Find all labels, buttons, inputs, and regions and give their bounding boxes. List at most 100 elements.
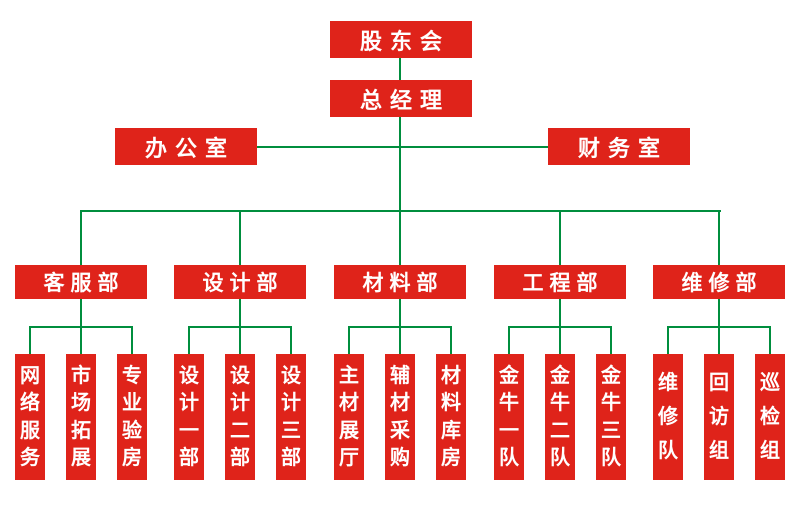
vertical-label-char: 三 [601, 419, 621, 442]
vertical-label-char: 拓 [71, 419, 91, 442]
vertical-label-char: 牛 [499, 392, 519, 415]
vertical-label-char: 网 [20, 365, 40, 388]
vertical-label-char: 回 [709, 372, 729, 394]
connector-drop-dept-5 [718, 210, 720, 265]
connector-drop-dept-4 [559, 210, 561, 265]
vertical-label-char: 材 [390, 392, 410, 415]
vertical-label-char: 展 [71, 446, 91, 469]
node-leaf-team-2: 金牛二队 [545, 354, 575, 480]
vertical-label-char: 一 [499, 419, 519, 442]
vertical-label-char: 辅 [390, 365, 410, 388]
connector-department-bus [81, 210, 721, 212]
connector-drop-2-2 [239, 326, 241, 354]
connector-drop-3-2 [399, 326, 401, 354]
node-leaf-material-warehouse: 材料库房 [436, 354, 466, 480]
vertical-label-char: 部 [230, 446, 250, 469]
vertical-label-char: 访 [709, 406, 729, 428]
connector-drop-1-1 [29, 326, 31, 354]
vertical-label-char: 组 [760, 440, 780, 462]
connector-root-to-gm [399, 57, 401, 80]
node-leaf-aux-procurement: 辅材采购 [385, 354, 415, 480]
vertical-label-char: 计 [281, 392, 301, 415]
node-leaf-market-expansion: 市场拓展 [66, 354, 96, 480]
vertical-label-char: 展 [339, 419, 359, 442]
connector-stem-dept-1 [80, 299, 82, 327]
connector-drop-dept-1 [80, 210, 82, 265]
vertical-label-char: 部 [179, 446, 199, 469]
vertical-label-char: 金 [499, 365, 519, 388]
vertical-label-char: 务 [20, 446, 40, 469]
node-leaf-team-3: 金牛三队 [596, 354, 626, 480]
vertical-label-char: 检 [760, 406, 780, 428]
node-leaf-revisit-group: 回访组 [704, 354, 734, 480]
vertical-label-char: 设 [281, 365, 301, 388]
connector-stem-dept-4 [559, 299, 561, 327]
vertical-label-char: 主 [339, 365, 359, 388]
vertical-label-char: 队 [550, 446, 570, 469]
connector-drop-2-3 [290, 326, 292, 354]
vertical-label-char: 二 [550, 419, 570, 442]
node-dept-materials: 材料部 [334, 265, 466, 299]
node-finance-office: 财务室 [548, 128, 690, 165]
vertical-label-char: 设 [179, 365, 199, 388]
vertical-label-char: 巡 [760, 372, 780, 394]
vertical-label-char: 牛 [601, 392, 621, 415]
vertical-label-char: 一 [179, 419, 199, 442]
vertical-label-char: 业 [122, 392, 142, 415]
connector-drop-5-2 [718, 326, 720, 354]
connector-drop-2-1 [188, 326, 190, 354]
connector-stem-dept-5 [718, 299, 720, 327]
vertical-label-char: 队 [601, 446, 621, 469]
vertical-label-char: 采 [390, 419, 410, 442]
vertical-label-char: 计 [230, 392, 250, 415]
vertical-label-char: 库 [441, 419, 461, 442]
vertical-label-char: 房 [122, 446, 142, 469]
connector-drop-5-3 [769, 326, 771, 354]
vertical-label-char: 场 [71, 392, 91, 415]
connector-offices [256, 146, 548, 148]
vertical-label-char: 二 [230, 419, 250, 442]
connector-drop-4-3 [610, 326, 612, 354]
vertical-label-char: 金 [550, 365, 570, 388]
vertical-label-char: 验 [122, 419, 142, 442]
node-office: 办公室 [115, 128, 257, 165]
node-dept-design: 设计部 [174, 265, 306, 299]
node-leaf-patrol-group: 巡检组 [755, 354, 785, 480]
vertical-label-char: 材 [339, 392, 359, 415]
vertical-label-char: 厅 [339, 446, 359, 469]
vertical-label-char: 修 [658, 406, 678, 428]
vertical-label-char: 三 [281, 419, 301, 442]
vertical-label-char: 组 [709, 440, 729, 462]
vertical-label-char: 金 [601, 365, 621, 388]
vertical-label-char: 队 [658, 440, 678, 462]
node-general-manager: 总经理 [330, 80, 472, 117]
vertical-label-char: 维 [658, 372, 678, 394]
vertical-label-char: 部 [281, 446, 301, 469]
vertical-label-char: 牛 [550, 392, 570, 415]
vertical-label-char: 材 [441, 365, 461, 388]
connector-drop-3-1 [348, 326, 350, 354]
connector-drop-4-1 [508, 326, 510, 354]
node-leaf-main-showroom: 主材展厅 [334, 354, 364, 480]
connector-drop-5-1 [667, 326, 669, 354]
vertical-label-char: 专 [122, 365, 142, 388]
node-leaf-network-service: 网络服务 [15, 354, 45, 480]
connector-drop-dept-2 [239, 210, 241, 265]
node-dept-customer-service: 客服部 [15, 265, 147, 299]
node-leaf-team-1: 金牛一队 [494, 354, 524, 480]
node-leaf-design-1: 设计一部 [174, 354, 204, 480]
node-dept-maintenance: 维修部 [653, 265, 785, 299]
connector-stem-dept-3 [399, 299, 401, 327]
connector-gm-to-departments [399, 117, 401, 265]
vertical-label-char: 服 [20, 419, 40, 442]
node-dept-engineering: 工程部 [494, 265, 626, 299]
connector-drop-1-2 [80, 326, 82, 354]
node-leaf-repair-team: 维修队 [653, 354, 683, 480]
connector-drop-1-3 [131, 326, 133, 354]
node-shareholders: 股东会 [330, 21, 472, 58]
vertical-label-char: 设 [230, 365, 250, 388]
vertical-label-char: 市 [71, 365, 91, 388]
vertical-label-char: 队 [499, 446, 519, 469]
connector-drop-4-2 [559, 326, 561, 354]
